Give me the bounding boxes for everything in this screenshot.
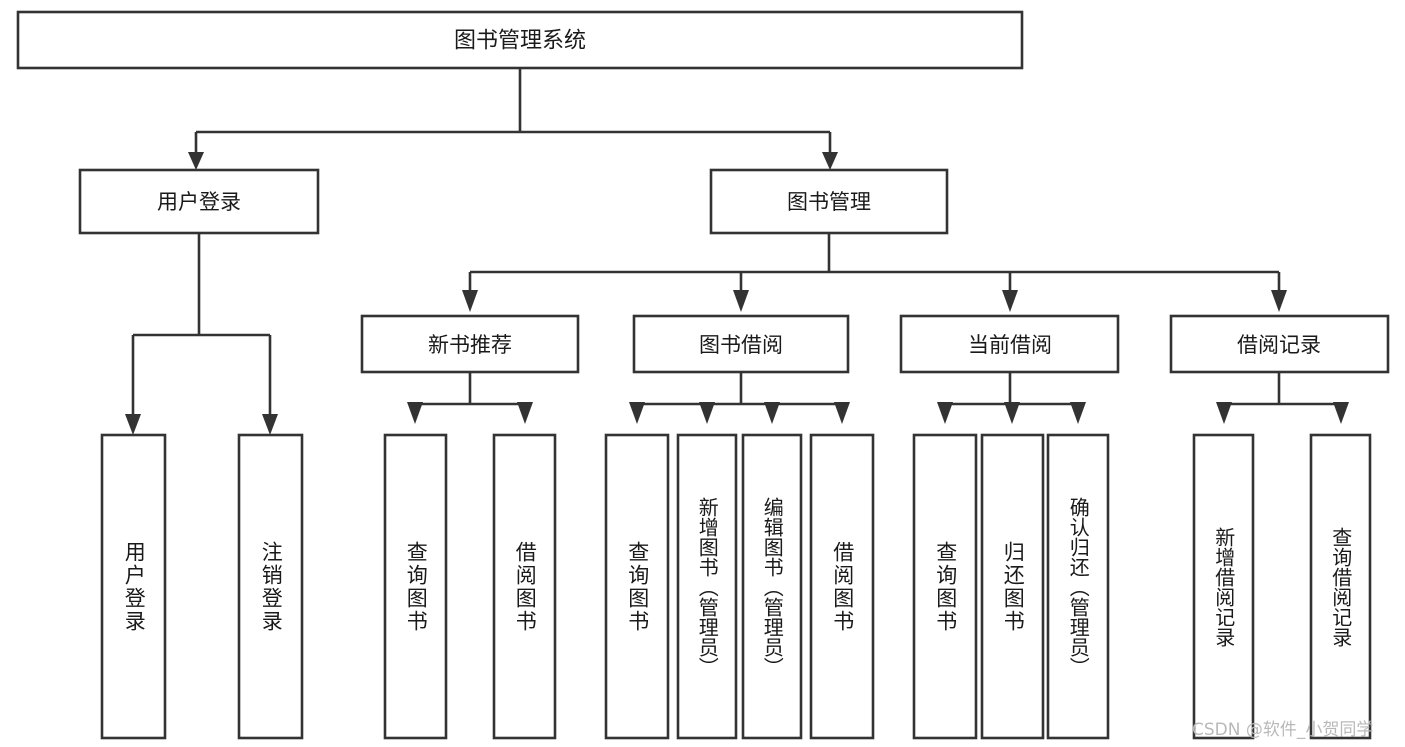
node-current-borrow-box[interactable] — [899, 314, 1120, 374]
node-root-box[interactable] — [16, 10, 1024, 70]
arrow-icon-to-leaf-confirm-return-admin — [1070, 402, 1086, 424]
node-borrow-record-label: 借阅记录 — [1237, 333, 1321, 357]
leaf-box-layer — [100, 433, 1372, 740]
node-root-label: 图书管理系统 — [454, 29, 586, 54]
node-borrow-record-box[interactable] — [1169, 314, 1390, 374]
node-new-book-rec-label: 新书推荐 — [428, 333, 512, 357]
node-leaf-borrow-book-1-box[interactable] — [492, 433, 557, 740]
node-new-book-rec[interactable]: 新书推荐 — [360, 314, 580, 374]
node-user-login-box[interactable] — [78, 168, 320, 235]
node-leaf-confirm-return-admin-box[interactable] — [1046, 433, 1110, 740]
node-book-mgmt[interactable]: 图书管理 — [709, 168, 949, 235]
node-leaf-add-record-box[interactable] — [1192, 433, 1255, 740]
arrow-icon-to-leaf-query-book-1 — [407, 402, 423, 424]
node-leaf-edit-book-admin-box[interactable] — [741, 433, 803, 740]
arrow-icon-to-user-login — [188, 152, 204, 170]
node-current-borrow[interactable]: 当前借阅 — [899, 314, 1120, 374]
node-leaf-add-book-admin-box[interactable] — [676, 433, 738, 740]
arrow-icon-to-leaf-query-record — [1333, 402, 1349, 424]
arrow-icon-to-leaf-logout — [262, 414, 278, 435]
arrow-icon-to-current-borrow — [1002, 290, 1018, 312]
node-leaf-query-book-2-box[interactable] — [604, 433, 670, 740]
connector-newbook-trunk — [413, 372, 527, 420]
connector-borrowrecord-trunk — [1222, 372, 1343, 420]
arrow-icon-to-leaf-query-book-3 — [937, 402, 953, 424]
connector-layer — [131, 68, 1343, 420]
node-current-borrow-label: 当前借阅 — [968, 333, 1052, 357]
connector-bookmgmt-trunk — [468, 233, 1281, 296]
node-leaf-return-book-box[interactable] — [980, 433, 1045, 740]
arrow-icon-to-book-mgmt — [822, 152, 838, 170]
node-user-login-label: 用户登录 — [157, 190, 241, 214]
node-book-mgmt-label: 图书管理 — [787, 190, 871, 214]
node-borrow-record[interactable]: 借阅记录 — [1169, 314, 1390, 374]
arrow-icon-to-leaf-edit-book-admin — [764, 402, 780, 424]
node-book-borrow-label: 图书借阅 — [699, 333, 783, 357]
node-leaf-query-record-box[interactable] — [1309, 433, 1372, 740]
arrowhead-layer — [125, 152, 1349, 435]
node-leaf-query-book-3-box[interactable] — [912, 433, 978, 740]
connector-userlogin-trunk — [131, 233, 272, 418]
arrow-icon-to-leaf-query-book-2 — [629, 402, 645, 424]
arrow-icon-to-borrow-record — [1271, 290, 1287, 312]
arrow-icon-to-leaf-add-record — [1216, 402, 1232, 424]
arrow-icon-to-new-book-rec — [462, 290, 478, 312]
node-leaf-borrow-book-2-box[interactable] — [809, 433, 875, 740]
arrow-icon-to-leaf-borrow-book-2 — [834, 402, 850, 424]
arrow-icon-to-leaf-return-book — [1004, 402, 1020, 424]
arrow-icon-to-leaf-user-login — [125, 414, 141, 435]
node-new-book-rec-box[interactable] — [360, 314, 580, 374]
node-leaf-logout-box[interactable] — [237, 433, 304, 740]
connector-root-trunk — [194, 68, 832, 158]
node-book-borrow-box[interactable] — [632, 314, 850, 374]
node-book-borrow[interactable]: 图书借阅 — [632, 314, 850, 374]
arrow-icon-to-leaf-add-book-admin — [699, 402, 715, 424]
connector-bookborrow-trunk — [635, 372, 844, 420]
node-leaf-query-book-1-box[interactable] — [383, 433, 448, 740]
arrow-icon-to-book-borrow — [733, 290, 749, 312]
node-leaf-user-login-box[interactable] — [100, 433, 167, 740]
node-root[interactable]: 图书管理系统 — [16, 10, 1024, 70]
node-user-login[interactable]: 用户登录 — [78, 168, 320, 235]
arrow-icon-to-leaf-borrow-book-1 — [517, 402, 533, 424]
node-book-mgmt-box[interactable] — [709, 168, 949, 235]
